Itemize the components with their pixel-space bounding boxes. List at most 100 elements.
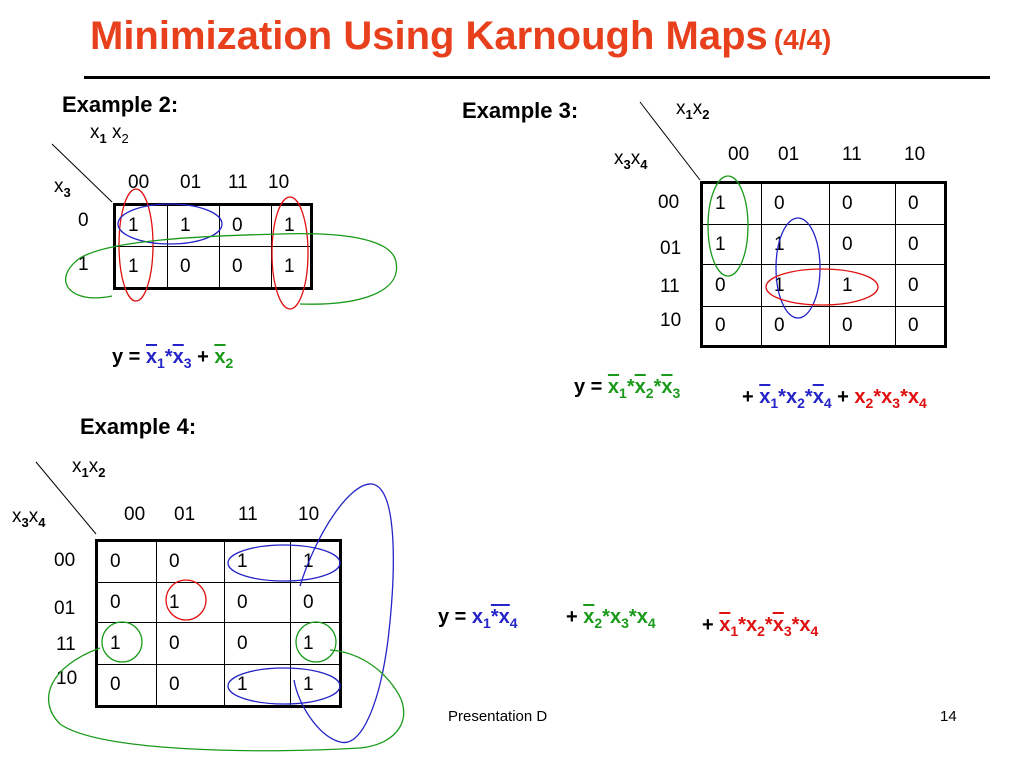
ex3-row-var-2-sub: 4 [640,157,648,172]
ex3-row-var-1-sub: 3 [623,157,631,172]
ex3-eq-green-c: x [661,376,673,398]
ex4-cell: 0 [224,582,291,623]
ex4-eq-blue-b: x [498,606,510,628]
ex4-eq-red-op3: * [791,614,800,636]
ex3-cell: 0 [829,182,896,225]
ex4-cell: 1 [156,582,225,623]
ex2-col-header-0: 00 [128,172,150,193]
example-3-label: Example 3: [462,98,579,123]
ex4-equation-part-1: y = x1*x4 [438,606,518,631]
ex2-col-var-1: x [90,122,100,143]
ex4-eq-green-b: x [609,606,622,628]
ex4-eq-green-b-sub: 3 [621,615,629,631]
ex4-eq-red-op2: * [764,614,773,636]
ex3-equation-line-2: + x1*x2*x4 + x2*x3*x4 [742,386,927,411]
ex3-col-variables: x1x2 [676,98,709,122]
ex3-eq-blue-b-sub: 2 [797,395,805,411]
ex4-cell: 1 [224,540,291,583]
ex3-col-var-1: x [676,98,686,119]
ex3-cell: 0 [829,306,896,347]
ex3-cell: 0 [761,182,830,225]
ex3-row-var-2: x [630,148,641,169]
ex4-row-header-1: 01 [54,598,76,619]
ex4-eq-plus1: + [566,606,578,628]
ex4-eq-red-d: x [799,614,811,636]
ex2-eq-plus: + [197,346,209,368]
table-row: 0 0 1 1 [96,540,341,583]
table-row: 0 1 1 0 [701,264,946,307]
ex3-eq-red-op2: * [900,386,908,408]
ex3-col-header-1: 01 [778,144,800,165]
ex4-cell: 1 [224,664,291,707]
ex3-cell: 0 [829,224,896,265]
ex3-equation-line-1: y = x1*x2*x3 [574,376,680,401]
ex2-cell: 1 [271,246,312,289]
ex3-row-var-1: x [614,148,624,169]
ex4-col-header-1: 01 [174,504,196,525]
ex4-cell: 1 [290,664,341,707]
ex3-eq-green-c-sub: 3 [672,385,681,401]
example-2-label: Example 2: [62,92,179,117]
ex2-karnaugh-map: 1 1 0 1 1 0 0 1 [113,203,313,290]
table-row: 1 0 0 1 [96,622,341,665]
ex3-eq-blue-b: x [785,386,798,408]
ex2-col-header-1: 01 [180,172,202,193]
ex3-col-var-2: x [692,98,703,119]
ex4-cell: 1 [290,622,341,665]
ex3-eq-green-a: x [607,376,620,398]
ex4-row-var-1-sub: 3 [21,515,29,530]
ex4-row-var-2: x [28,506,39,527]
ex4-eq-green-a: x [583,606,595,628]
ex4-row-header-2: 11 [56,634,76,655]
ex2-row-variable: x3 [54,176,71,200]
ex2-cell: 0 [167,246,220,289]
ex4-eq-red-a: x [719,614,731,636]
ex3-eq-green-b-sub: 2 [645,385,654,401]
ex4-cell: 1 [290,540,341,583]
ex2-cell: 1 [271,204,312,247]
ex3-row-header-1: 01 [660,238,682,259]
ex4-eq-blue-a: x [471,606,484,628]
ex3-row-header-0: 00 [658,192,680,213]
ex2-equation: y = x1*x3 + x2 [112,346,233,371]
ex3-eq-blue-c-sub: 4 [823,395,832,411]
ex4-row-variables: x3x4 [12,506,45,530]
ex2-eq-term1-b-sub: 3 [183,355,192,371]
ex4-eq-blue-a-sub: 1 [483,615,491,631]
ex4-cell: 0 [290,582,341,623]
ex3-karnaugh-map: 1 0 0 0 1 1 0 0 0 1 1 0 0 0 0 0 [700,181,947,348]
ex2-row-header-1: 1 [78,254,89,275]
ex4-eq-green-op2: * [628,606,637,628]
ex4-eq-green-op1: * [602,606,610,628]
ex2-eq-lhs: y = [112,346,141,368]
ex2-eq-term1-op: * [164,346,173,368]
ex2-col-header-2: 11 [228,172,248,193]
ex3-eq-red-a: x [854,386,866,408]
ex2-col-header-3: 10 [268,172,290,193]
ex4-cell: 0 [156,664,225,707]
ex4-cell: 0 [96,582,157,623]
ex4-cell: 0 [156,622,225,665]
table-row: 0 1 0 0 [96,582,341,623]
ex3-eq-lhs: y = [574,376,603,398]
ex3-cell: 1 [701,224,762,265]
ex3-cell: 0 [895,264,946,307]
ex3-eq-blue-a-sub: 1 [770,395,779,411]
ex3-eq-green-b: x [634,376,646,398]
ex2-eq-term2-sub: 2 [225,355,234,371]
ex3-cell: 0 [701,264,762,307]
ex2-eq-term2: x [214,346,226,368]
ex4-eq-green-c-sub: 4 [647,615,656,631]
ex3-eq-plus2: + [837,386,849,408]
ex4-cell: 0 [96,540,157,583]
ex2-row-var-sub: 3 [63,185,71,200]
ex4-eq-red-b-sub: 2 [757,623,765,639]
ex3-eq-red-c: x [907,386,919,408]
ex3-row-header-3: 10 [660,310,682,331]
ex3-col-var-1-sub: 1 [685,107,693,122]
ex4-col-header-3: 10 [298,504,320,525]
ex4-eq-red-b: x [745,614,758,636]
ex4-col-variables: x1x2 [72,456,105,480]
ex4-col-var-2-sub: 2 [98,465,106,480]
ex3-cell: 1 [761,224,830,265]
